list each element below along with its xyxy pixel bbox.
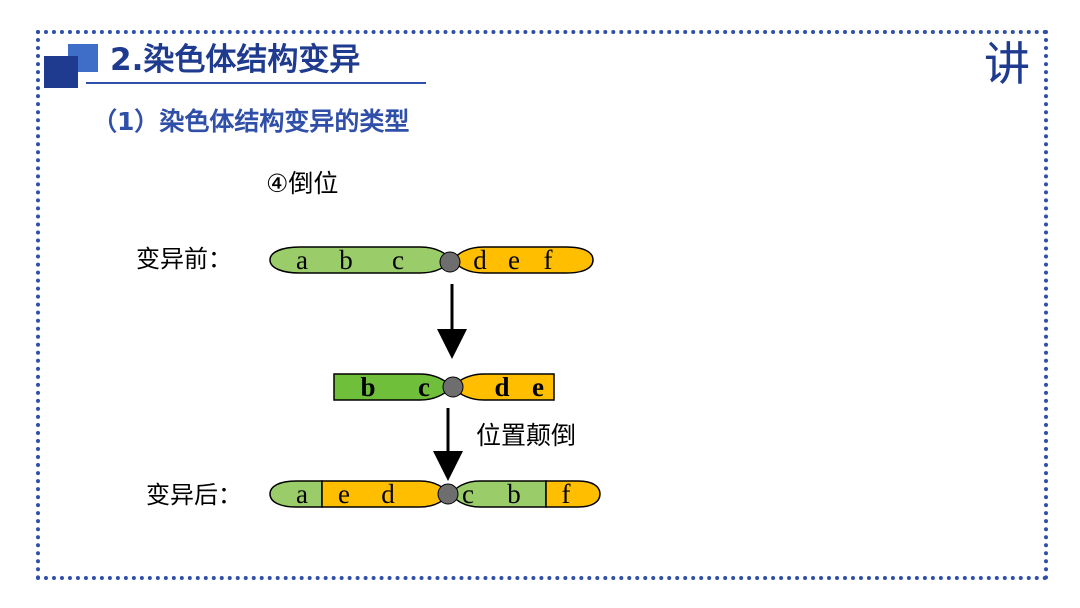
- before-label: 变异前：: [136, 245, 232, 273]
- title-decoration-dark: [44, 56, 78, 88]
- mode-label: 讲: [984, 37, 1030, 91]
- before-right-arm: [450, 246, 594, 274]
- after-gene-e: e: [338, 479, 350, 509]
- after-label: 变异后：: [146, 481, 242, 509]
- before-gene-d: d: [473, 245, 487, 275]
- before-gene-e: e: [508, 245, 520, 275]
- after-gene-f: f: [562, 479, 571, 509]
- middle-gene-b: b: [360, 372, 375, 402]
- chromosome-after: a e d c b f: [269, 479, 601, 509]
- after-gene-b: b: [507, 479, 521, 509]
- before-gene-f: f: [544, 245, 553, 275]
- after-centromere: [437, 483, 459, 505]
- before-gene-b: b: [339, 245, 353, 275]
- inversion-note: 位置颠倒: [476, 421, 577, 450]
- slide-border: [36, 30, 1048, 580]
- middle-gene-c: c: [418, 372, 430, 402]
- middle-gene-d: d: [494, 372, 509, 402]
- middle-centromere: [442, 376, 464, 398]
- before-centromere: [439, 251, 461, 273]
- after-gene-a: a: [296, 479, 308, 509]
- chromosome-middle: b c d e: [333, 372, 555, 402]
- title-underline: [86, 82, 426, 84]
- middle-left-arm: [333, 373, 454, 401]
- subtitle: （1）染色体结构变异的类型: [92, 107, 410, 136]
- before-gene-a: a: [296, 245, 308, 275]
- after-right-arm-orange: [545, 480, 601, 508]
- section-title: 2.染色体结构变异: [110, 42, 361, 78]
- middle-gene-e: e: [532, 372, 544, 402]
- after-gene-c: c: [462, 479, 474, 509]
- after-gene-d: d: [381, 479, 395, 509]
- chromosome-before: a b c d e f: [269, 245, 594, 275]
- item-heading: ④倒位: [266, 169, 339, 198]
- before-gene-c: c: [392, 245, 404, 275]
